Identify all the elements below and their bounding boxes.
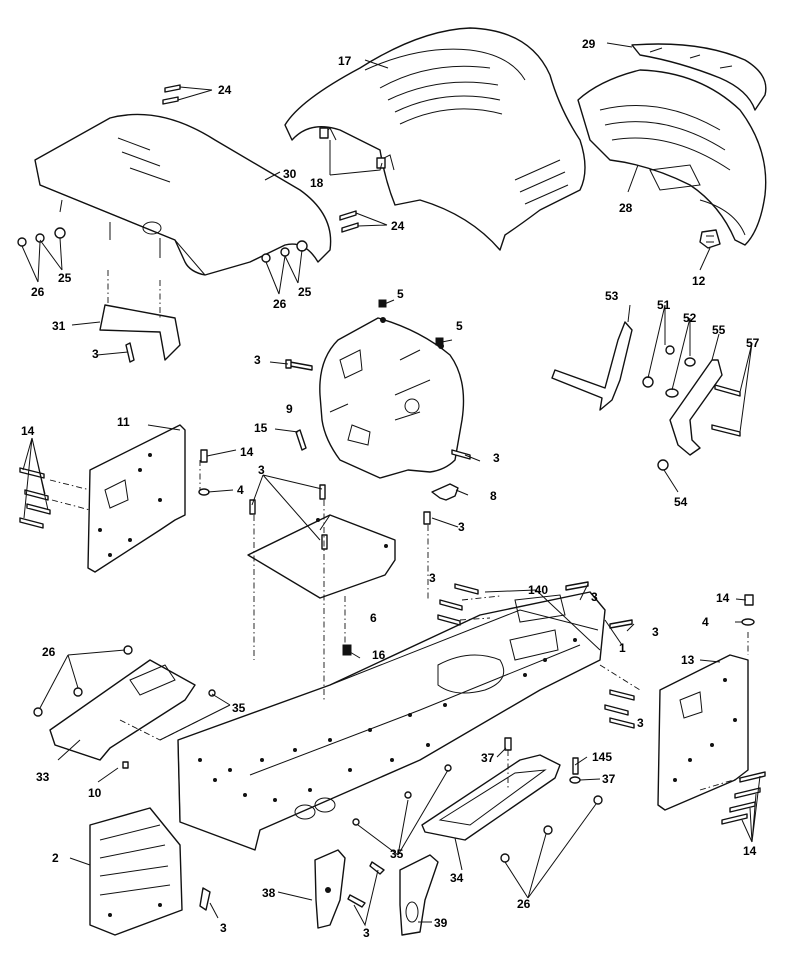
bracket-53 [551,321,633,411]
callout-5-a: 5 [397,287,404,301]
hood-30 [34,113,332,276]
callout-14-a: 14 [21,424,35,438]
dash-9 [319,317,465,479]
frame-1 [177,591,606,851]
callout-8: 8 [490,489,497,503]
callout-13: 13 [681,653,695,667]
callout-29: 29 [582,37,596,51]
callout-6: 6 [370,611,377,625]
callout-3-k: 3 [363,926,370,940]
callout-3-a: 3 [92,347,99,361]
callout-14-d: 14 [743,844,757,858]
callout-1: 1 [619,641,626,655]
callout-4-b: 4 [702,615,709,629]
grille-28 [577,69,767,246]
callout-26-d: 26 [517,897,531,911]
leader-lines [21,42,761,927]
callout-26-a: 26 [31,285,45,299]
callout-52: 52 [683,311,697,325]
callout-57: 57 [746,336,760,350]
dash-panel-17 [284,27,586,251]
callout-55: 55 [712,323,726,337]
callout-3-h: 3 [652,625,659,639]
callout-28: 28 [619,201,633,215]
side-panel-11 [87,424,186,573]
bracket-55 [669,359,723,456]
callout-51: 51 [657,298,671,312]
callout-26-b: 26 [273,297,287,311]
callout-145: 145 [592,750,612,764]
plate-2 [89,807,183,936]
callout-12: 12 [692,274,706,288]
callout-3-g: 3 [591,590,598,604]
callout-4-a: 4 [237,483,244,497]
callout-30: 30 [283,167,297,181]
callout-26-c: 26 [42,645,56,659]
footrest-33 [49,659,196,761]
callout-35-a: 35 [232,701,246,715]
callout-3-d: 3 [458,520,465,534]
callout-14-b: 14 [240,445,254,459]
callout-labels: 1 2 3 3 3 3 3 3 3 3 3 3 3 4 4 5 5 6 8 9 … [21,37,760,940]
callout-3-f: 3 [429,571,436,585]
callout-24-b: 24 [391,219,405,233]
callout-35-b: 35 [390,847,404,861]
callout-25-b: 25 [298,285,312,299]
callout-14-c: 14 [716,591,730,605]
callout-2: 2 [52,851,59,865]
callout-54: 54 [674,495,688,509]
callout-3-b: 3 [254,353,261,367]
bracket-38 [314,849,346,929]
callout-3-i: 3 [637,716,644,730]
callout-16: 16 [372,648,386,662]
callout-3-j: 3 [220,921,227,935]
callout-24-a: 24 [218,83,232,97]
callout-37-a: 37 [481,751,495,765]
plate-6 [247,514,396,599]
callout-5-b: 5 [456,319,463,333]
callout-33: 33 [36,770,50,784]
callout-18: 18 [310,176,324,190]
callout-31: 31 [52,319,66,333]
bracket-39 [399,854,439,936]
callout-39: 39 [434,916,448,930]
callout-9: 9 [286,402,293,416]
callout-34: 34 [450,871,464,885]
callout-17: 17 [338,54,352,68]
callout-11: 11 [117,415,130,429]
callout-3-c: 3 [493,451,500,465]
callout-25-a: 25 [58,271,72,285]
callout-38: 38 [262,886,276,900]
bracket-31 [99,270,181,361]
grille-trim-29 [631,43,767,111]
callout-15: 15 [254,421,268,435]
clip-8 [431,483,459,501]
callout-37-b: 37 [602,772,616,786]
callout-3-e: 3 [258,463,265,477]
callout-140: 140 [528,583,548,597]
callout-53: 53 [605,289,619,303]
bumper-12 [699,229,721,249]
callout-10: 10 [88,786,102,800]
side-panel-13 [657,654,749,811]
footrest-34 [421,754,561,841]
